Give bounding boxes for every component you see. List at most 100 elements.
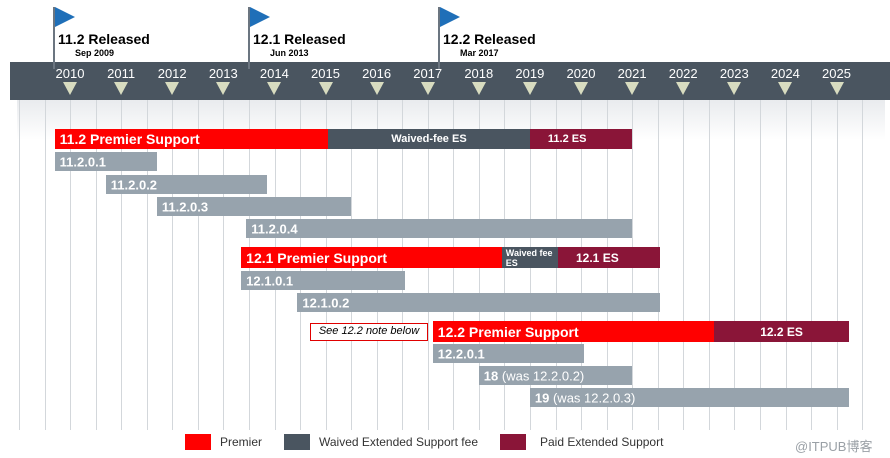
year-tick <box>778 82 793 95</box>
year-label: 2014 <box>259 66 289 81</box>
support-bar-label: 12.2 ES <box>760 324 803 339</box>
release-date: Sep 2009 <box>75 48 115 58</box>
legend-swatch-paid <box>500 434 526 450</box>
year-label: 2016 <box>362 66 392 81</box>
year-tick <box>574 82 588 95</box>
release-date: Jun 2013 <box>270 48 309 58</box>
legend-label-waived: Waived Extended Support fee <box>319 435 478 449</box>
grid-line <box>734 100 736 430</box>
patch-bar: 11.2.0.3 <box>156 197 352 216</box>
legend-swatch-premier <box>185 434 211 450</box>
year-tick <box>420 82 435 95</box>
support-bar-label: Waived-fee ES <box>391 133 467 145</box>
flag-pole <box>248 7 250 69</box>
year-label: 2015 <box>311 66 340 81</box>
patch-bar-label: 11.2.0.3 <box>161 199 209 214</box>
support-bar-label: 11.2 Premier Support <box>59 131 200 147</box>
year-label: 2019 <box>515 66 545 81</box>
grid-line <box>223 100 225 430</box>
year-tick <box>471 82 486 95</box>
release-date: Mar 2017 <box>460 48 499 58</box>
grid-line <box>146 100 148 430</box>
year-label: 2017 <box>413 66 443 81</box>
support-bar-premier: 12.1 Premier Support <box>241 247 502 268</box>
patch-bar-label: 11.2.0.1 <box>59 154 106 169</box>
support-bar-paid: 12.1 ES <box>558 247 661 268</box>
year-timeline-band <box>10 62 890 100</box>
year-tick <box>625 82 640 95</box>
year-tick <box>522 82 537 95</box>
year-tick <box>676 82 691 95</box>
grid-line <box>862 100 864 430</box>
year-label: 2013 <box>208 66 238 81</box>
support-bar-label: 12.2 Premier Support <box>437 323 579 340</box>
flag-pole <box>438 7 440 69</box>
year-label: 2012 <box>157 66 187 81</box>
support-bar-waived: Waived-fee ES <box>328 129 530 149</box>
support-bar-label: 12.1 Premier Support <box>246 249 387 266</box>
year-label: 2011 <box>107 66 136 81</box>
year-label: 2021 <box>617 66 647 81</box>
year-tick <box>63 82 77 95</box>
year-label: 2020 <box>566 66 596 81</box>
year-label: 2023 <box>719 66 749 81</box>
note-box: See 12.2 note below <box>310 323 428 341</box>
watermark: @ITPUB博客 <box>795 439 873 454</box>
grid-line <box>70 100 72 430</box>
grid-line <box>197 100 199 430</box>
year-label: 2022 <box>668 66 698 81</box>
year-tick <box>369 82 384 95</box>
support-bar-label: 11.2 ES <box>547 133 587 145</box>
patch-bar: 12.1.0.2 <box>297 293 661 312</box>
flag-icon <box>55 7 75 27</box>
support-bar-paid: 12.2 ES <box>713 321 850 342</box>
support-bar-label: Waived fee ES <box>505 247 553 268</box>
legend-swatch-waived <box>284 434 310 450</box>
grid-line <box>811 100 813 430</box>
year-tick <box>267 82 282 95</box>
patch-bar-label: 12.2.0.1 <box>437 346 485 361</box>
legend-label-paid: Paid Extended Support <box>540 435 664 449</box>
patch-bar-label: 12.1.0.2 <box>302 295 350 310</box>
year-tick <box>318 82 333 95</box>
grid-line <box>19 100 20 430</box>
flag-pole <box>53 7 55 69</box>
patch-bar-label: 11.2.0.2 <box>110 177 158 192</box>
support-bar-waived: Waived fee ES <box>501 247 558 268</box>
support-bar-label: 12.1 ES <box>576 250 619 265</box>
patch-bar-label: 18 (was 12.2.0.2) <box>483 368 585 383</box>
grid-line <box>683 100 685 430</box>
year-label: 2018 <box>464 66 494 81</box>
year-tick <box>114 82 129 95</box>
patch-bar: 18 (was 12.2.0.2) <box>478 366 633 385</box>
support-bar-premier: 12.2 Premier Support <box>432 321 714 342</box>
flag-icon <box>250 7 270 27</box>
grid-line <box>785 100 787 430</box>
support-bar-paid: 11.2 ES <box>529 129 633 149</box>
legend-label-premier: Premier <box>220 435 263 449</box>
patch-bar: 12.1.0.1 <box>241 271 405 290</box>
release-title: 11.2 Released <box>58 31 150 47</box>
patch-bar: 11.2.0.1 <box>54 152 157 171</box>
grid-line <box>836 100 838 430</box>
year-label: 2010 <box>55 66 85 81</box>
patch-bar: 19 (was 12.2.0.3) <box>529 388 850 407</box>
grid-line <box>172 100 174 430</box>
release-title: 12.1 Released <box>253 31 346 47</box>
grid-line <box>95 100 97 430</box>
year-label: 2024 <box>770 66 800 81</box>
year-label: 2025 <box>822 66 851 81</box>
release-title: 12.2 Released <box>443 31 536 47</box>
patch-bar: 12.2.0.1 <box>432 344 584 363</box>
flag-icon <box>440 7 460 27</box>
patch-bar-label: 11.2.0.4 <box>251 221 298 236</box>
grid-line <box>708 100 710 430</box>
grid-line <box>759 100 761 430</box>
grid-line <box>44 100 46 430</box>
grid-line <box>121 100 123 430</box>
patch-bar-label: 19 (was 12.2.0.3) <box>534 390 636 405</box>
patch-bar: 11.2.0.2 <box>105 175 267 194</box>
support-bar-premier: 11.2 Premier Support <box>54 129 329 149</box>
year-tick <box>829 82 844 95</box>
